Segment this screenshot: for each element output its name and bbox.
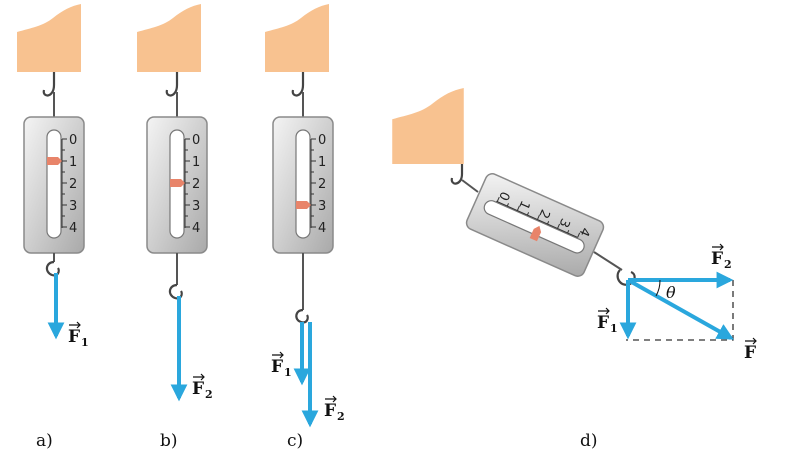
- bottom-hook-b: [168, 283, 183, 300]
- svg-text:F: F: [711, 249, 723, 269]
- label-f-d: F: [744, 337, 757, 363]
- theta-label: θ: [666, 283, 676, 302]
- pointer-a: [47, 157, 62, 165]
- scale-tick-label-b: 1: [192, 155, 200, 170]
- scale-ticks-c: 0 1 2 3 4: [311, 133, 326, 236]
- scale-tick-label-b: 4: [192, 221, 200, 236]
- scale-tick-label-a: 0: [69, 133, 77, 148]
- bottom-hook-a: [45, 260, 60, 277]
- label-f2-d: F 2: [711, 243, 732, 271]
- scale-tick-label-b: 3: [192, 199, 200, 214]
- theta-arc: [655, 279, 661, 297]
- scale-tick-label-c: 1: [318, 155, 326, 170]
- scale-tick-label-b: 0: [192, 133, 200, 148]
- top-hook-a: [42, 72, 56, 97]
- scale-window-d: [483, 200, 585, 254]
- panel-c: 0 1 2 3 4 F 1 F 2 c): [265, 4, 345, 451]
- scale-tick-label-c: 4: [318, 221, 326, 236]
- scale-ticks-a: 0 1 2 3 4: [62, 133, 77, 236]
- pointer-d: [529, 225, 542, 242]
- scale-tick-d-3: [557, 223, 561, 229]
- pointer-c: [296, 201, 311, 209]
- scale-minor-tick-d: [506, 203, 509, 207]
- top-hook-d: [450, 164, 464, 185]
- svg-text:F: F: [597, 313, 609, 333]
- label-f2-b: F 2: [192, 373, 213, 401]
- scale-tick-label-a: 4: [69, 221, 77, 236]
- scale-tick-d-2: [536, 214, 540, 220]
- panel-a: 0 1 2 3 4 F 1 a): [17, 4, 89, 451]
- panel-label-d: d): [580, 431, 598, 451]
- ceiling-support-b: [137, 4, 201, 72]
- scale-tick-label-b: 2: [192, 177, 200, 192]
- label-f2-c: F 2: [324, 395, 345, 423]
- scale-tick-d-4: [577, 232, 581, 238]
- svg-text:2: 2: [337, 410, 345, 423]
- svg-text:F: F: [271, 357, 283, 377]
- panel-label-b: b): [160, 431, 178, 451]
- scale-minor-tick-d: [526, 212, 530, 216]
- svg-text:F: F: [744, 343, 756, 363]
- scale-tick-d-0: [496, 196, 500, 202]
- scale-tick-label-c: 0: [318, 133, 326, 148]
- scale-tick-label-c: 3: [318, 199, 326, 214]
- ceiling-support-a: [17, 4, 81, 72]
- arrow-f-d: [627, 278, 734, 340]
- top-hook-c: [291, 72, 305, 97]
- svg-text:1: 1: [610, 322, 618, 335]
- scale-tick-label-a: 2: [69, 177, 77, 192]
- top-hook-b: [165, 72, 179, 97]
- scale-tick-label-c: 2: [318, 177, 326, 192]
- svg-text:F: F: [192, 379, 204, 399]
- ceiling-support-d: [392, 88, 464, 164]
- panel-b: 0 1 2 3 4 F 2 b): [137, 4, 213, 451]
- scale-window-c: [295, 129, 311, 239]
- scale-window-a: [46, 129, 62, 239]
- ceiling-support-c: [265, 4, 329, 72]
- svg-text:2: 2: [205, 388, 213, 401]
- label-f1-c: F 1: [271, 351, 292, 379]
- svg-text:F: F: [68, 327, 80, 347]
- panel-label-c: c): [287, 431, 303, 451]
- scale-minor-tick-d: [547, 221, 550, 225]
- svg-text:1: 1: [284, 366, 292, 379]
- scale-tick-label-a: 3: [69, 199, 77, 214]
- label-f1-a: F 1: [68, 321, 89, 349]
- scale-tick-label-a: 1: [69, 155, 77, 170]
- label-f1-d: F 1: [597, 307, 618, 335]
- scale-minor-tick-d: [567, 229, 570, 234]
- svg-text:2: 2: [724, 258, 732, 271]
- bottom-hook-c: [295, 308, 309, 324]
- svg-text:1: 1: [81, 336, 89, 349]
- dashed-parallelogram: [626, 280, 734, 341]
- panel-label-a: a): [36, 431, 53, 451]
- scale-tick-d-1: [516, 205, 520, 211]
- svg-text:F: F: [324, 401, 336, 421]
- scale-ticks-b: 0 1 2 3 4: [185, 133, 200, 236]
- pointer-b: [170, 179, 185, 187]
